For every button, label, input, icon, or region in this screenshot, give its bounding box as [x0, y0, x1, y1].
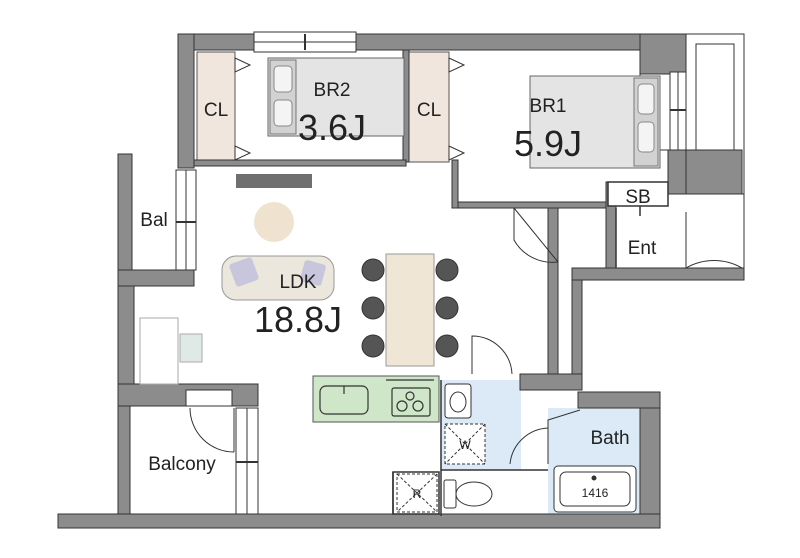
sofa	[221, 255, 335, 301]
sb-label: SB	[625, 187, 650, 208]
br1-size: 5.9J	[514, 123, 582, 164]
br2-size: 3.6J	[298, 107, 366, 148]
bal-label: Bal	[140, 210, 167, 231]
closet-left-label: CL	[204, 100, 228, 121]
closet-right-label: CL	[417, 100, 441, 121]
bed-br1	[529, 75, 661, 169]
tv-stand	[236, 174, 312, 188]
washer-space	[444, 423, 486, 465]
bed-br2	[267, 57, 405, 137]
fridge-space	[396, 473, 438, 513]
bathtub	[553, 465, 637, 513]
balcony-label: Balcony	[148, 454, 216, 475]
bathtub-size-label: 1416	[582, 486, 609, 500]
fridge-label: R	[413, 487, 422, 501]
doors	[189, 207, 743, 465]
br1-name: BR1	[530, 96, 567, 117]
bath-label: Bath	[590, 428, 629, 449]
closet-left-floor	[196, 51, 236, 163]
kitchen-fixtures	[319, 379, 434, 417]
washer-label: W	[459, 438, 471, 452]
windows	[175, 31, 687, 515]
ldk-size: 18.8J	[254, 299, 342, 340]
desk	[139, 317, 203, 385]
ent-label: Ent	[628, 238, 657, 259]
dining-set	[361, 253, 459, 367]
wash-basin	[444, 383, 472, 419]
closet-right-floor	[408, 51, 450, 163]
br2-name: BR2	[314, 80, 351, 101]
closet-door-marks	[234, 57, 466, 161]
round-rug	[254, 202, 294, 242]
ldk-name: LDK	[280, 272, 317, 293]
toilet	[443, 479, 493, 509]
